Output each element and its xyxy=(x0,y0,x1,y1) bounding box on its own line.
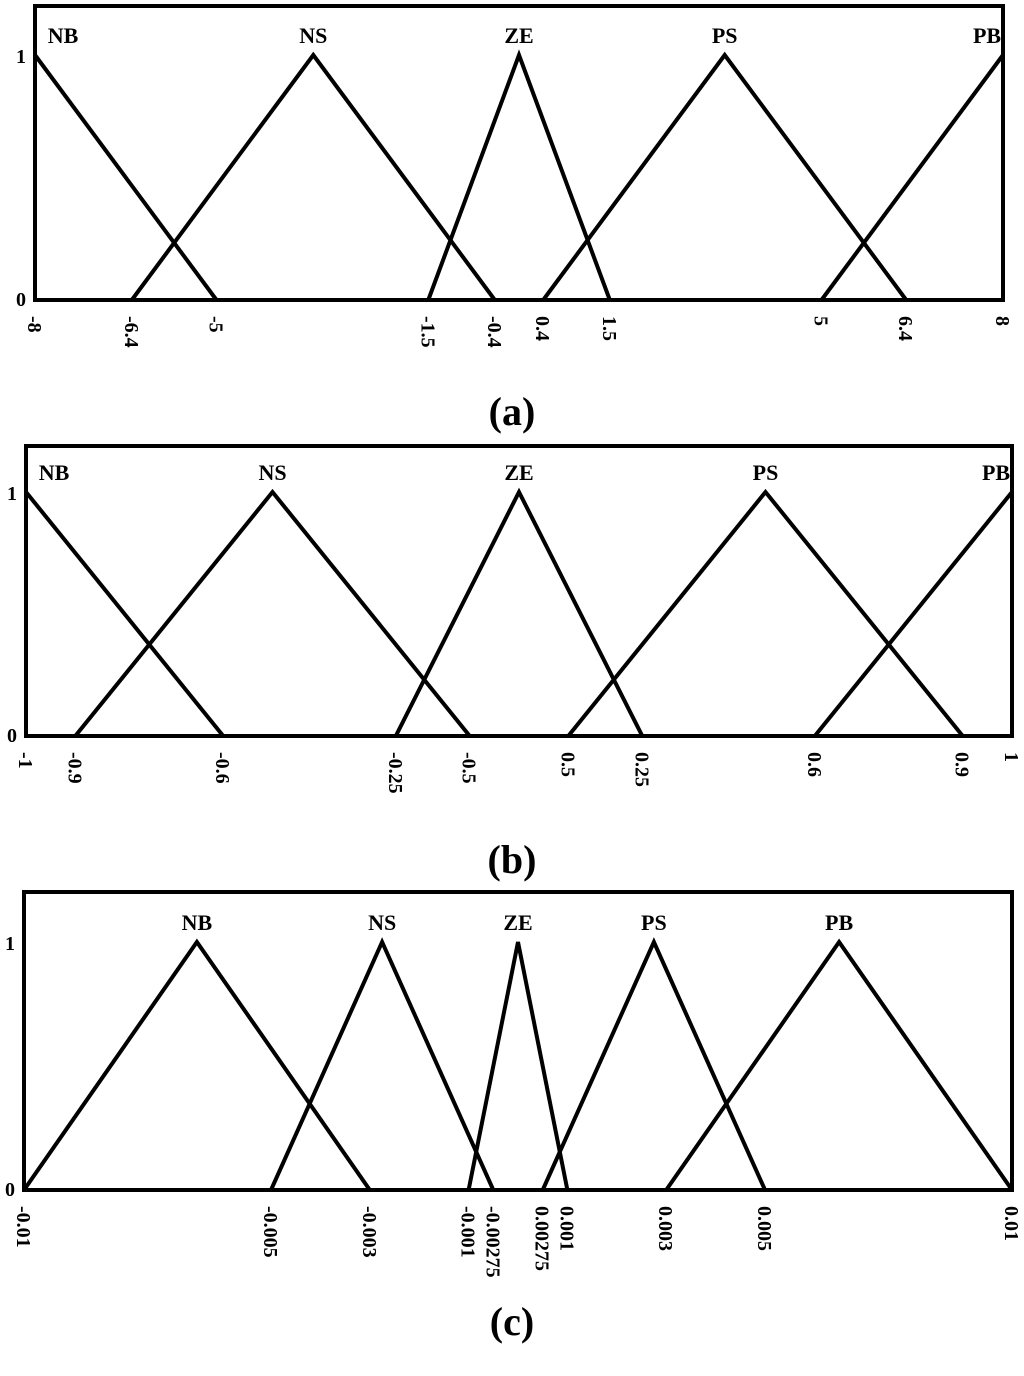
y-tick-label-1: 1 xyxy=(5,933,15,955)
series-ns-line xyxy=(130,51,497,302)
series-ps-line xyxy=(541,51,908,302)
membership-chart-0: 0 1 NB NS ZE PS PB -8 -6.4 -5 -1.5 -0.4 0.4 1.5 5 6.4 8 xyxy=(16,4,1013,348)
x-tick-label: 0.001 xyxy=(555,1206,577,1251)
series-ze-line xyxy=(426,49,612,301)
y-tick-label-0: 0 xyxy=(7,725,17,747)
plot-frame xyxy=(22,890,1014,1192)
x-tick-label: 0.25 xyxy=(630,752,652,787)
series-label-ze: ZE xyxy=(504,460,533,485)
series-nb-line xyxy=(24,490,225,738)
x-tick-label: 5 xyxy=(810,316,832,326)
x-tick-label: 0.003 xyxy=(654,1206,676,1251)
series-label-pb: PB xyxy=(973,23,1001,48)
series-nb-line xyxy=(22,938,372,1192)
membership-chart-2: 0 1 NB NS ZE PS PB -0.01 -0.005 -0.003 -0.001-0.00… xyxy=(5,890,1022,1278)
x-tick-label: 0.5 xyxy=(556,752,578,777)
caption-c: (c) xyxy=(489,1299,535,1344)
series-label-pb: PB xyxy=(825,910,853,935)
series-label-ns: NS xyxy=(368,910,396,935)
x-tick-label: 0.9 xyxy=(951,752,973,777)
x-tick-label: -0.005 xyxy=(259,1206,281,1258)
series-label-nb: NB xyxy=(39,460,70,485)
x-tick-label: -0.9 xyxy=(63,752,85,784)
x-tick-label: 8 xyxy=(991,316,1013,326)
plot-frame xyxy=(24,444,1014,738)
series-ze-line xyxy=(394,487,645,737)
series-pb-line xyxy=(813,490,1014,738)
x-tick-label: 1.5 xyxy=(598,316,620,341)
caption-b: (b) xyxy=(487,837,537,882)
series-pb-line xyxy=(819,53,1005,302)
series-label-nb: NB xyxy=(48,23,79,48)
x-tick-label: -0.001 xyxy=(457,1206,479,1258)
series-pb-line xyxy=(664,938,1014,1192)
series-ns-line xyxy=(269,937,496,1191)
x-tick-label: -0.6 xyxy=(211,752,233,784)
x-tick-label: -1.5 xyxy=(416,316,438,348)
y-tick-label-1: 1 xyxy=(7,483,17,505)
x-tick-label: -0.4 xyxy=(483,316,505,348)
x-tick-label: 0.00275 xyxy=(531,1206,553,1271)
y-tick-label-0: 0 xyxy=(5,1179,15,1201)
x-tick-label: -0.01 xyxy=(12,1206,34,1248)
series-label-ns: NS xyxy=(258,460,286,485)
y-tick-label-0: 0 xyxy=(16,289,26,311)
x-tick-label: 0.6 xyxy=(803,752,825,777)
x-tick-label: -6.4 xyxy=(120,316,142,348)
x-tick-label: 0.4 xyxy=(531,316,553,341)
series-label-ps: PS xyxy=(753,460,779,485)
series-label-ps: PS xyxy=(641,910,667,935)
x-tick-label: -0.5 xyxy=(458,752,480,784)
series-ps-line xyxy=(566,488,965,738)
caption-a: (a) xyxy=(488,389,536,434)
y-tick-label-1: 1 xyxy=(16,46,26,68)
x-tick-label: 6.4 xyxy=(894,316,916,341)
series-nb-line xyxy=(33,53,219,302)
series-label-pb: PB xyxy=(982,460,1010,485)
x-tick-label: -8 xyxy=(23,316,45,333)
series-ps-line xyxy=(540,937,767,1191)
x-tick-label: -0.003 xyxy=(358,1206,380,1258)
series-label-ns: NS xyxy=(299,23,327,48)
x-tick-label: 1 xyxy=(1000,752,1022,762)
membership-chart-1: 0 1 NB NS ZE PS PB -1 -0.9 -0.6 -0.25 -0.5 0.5 0.25 0.… xyxy=(7,444,1022,794)
x-tick-label: -0.00275 xyxy=(481,1206,503,1278)
x-tick-label: 0.005 xyxy=(753,1206,775,1251)
plot-frame xyxy=(33,4,1005,302)
series-label-ze: ZE xyxy=(503,910,532,935)
series-ns-line xyxy=(73,488,472,738)
series-label-ze: ZE xyxy=(504,23,533,48)
x-tick-label: -5 xyxy=(205,316,227,333)
series-ze-line xyxy=(466,941,570,1191)
series-label-nb: NB xyxy=(182,910,213,935)
x-tick-label: 0.01 xyxy=(1000,1206,1022,1241)
series-label-ps: PS xyxy=(712,23,738,48)
x-tick-label: -1 xyxy=(14,752,36,769)
x-tick-label: -0.25 xyxy=(384,752,406,794)
